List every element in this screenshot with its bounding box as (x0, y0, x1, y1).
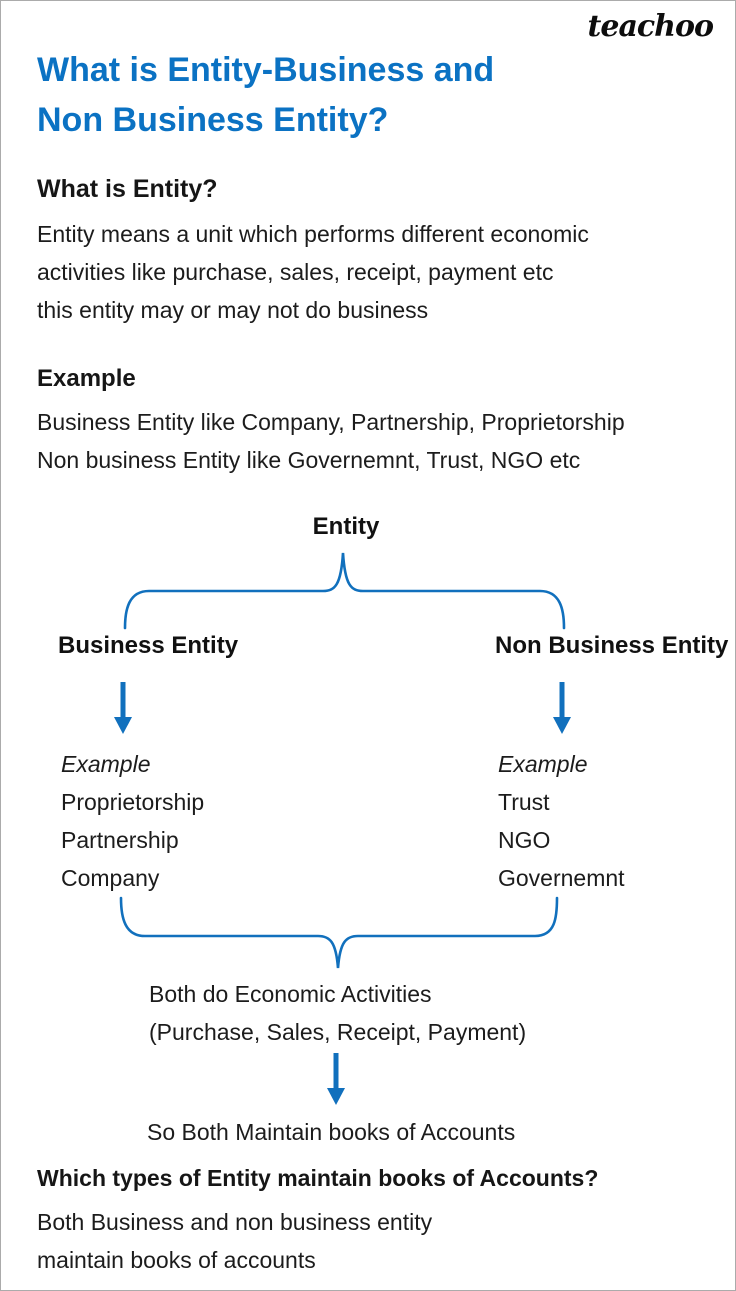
left-branch-label: Business Entity (58, 632, 239, 659)
intro-line: Entity means a unit which performs diffe… (37, 221, 589, 247)
merge-line: (Purchase, Sales, Receipt, Payment) (149, 1019, 527, 1045)
left-example-label: Example (61, 751, 151, 777)
example-line: Non business Entity like Governemnt, Tru… (37, 447, 581, 473)
example-line: Business Entity like Company, Partnershi… (37, 409, 625, 435)
page-title: What is Entity-Business and Non Business… (37, 45, 494, 145)
left-example-item: Partnership (61, 827, 179, 853)
footer-line: maintain books of accounts (37, 1247, 316, 1273)
left-example-item: Company (61, 865, 160, 891)
page-title-line2: Non Business Entity? (37, 101, 389, 139)
example-heading: Example (37, 365, 136, 392)
footer-line: Both Business and non business entity (37, 1209, 433, 1235)
merge-text: Both do Economic Activities (Purchase, S… (149, 975, 526, 1051)
page-title-line1: What is Entity-Business and (37, 51, 495, 89)
center-down-arrow-icon (327, 1053, 345, 1105)
footer-heading: Which types of Entity maintain books of … (37, 1165, 599, 1191)
intro-paragraph: Entity means a unit which performs diffe… (37, 215, 589, 329)
right-example-item: NGO (498, 827, 551, 853)
diagram-conclusion: So Both Maintain books of Accounts (147, 1119, 516, 1145)
right-example-label: Example (498, 751, 588, 777)
example-paragraph: Business Entity like Company, Partnershi… (37, 403, 625, 479)
intro-heading: What is Entity? (37, 175, 218, 203)
left-example-column: Example Proprietorship Partnership Compa… (61, 745, 204, 897)
right-example-item: Governemnt (498, 865, 625, 891)
top-curly-brace (123, 552, 566, 630)
intro-line: this entity may or may not do business (37, 297, 429, 323)
diagram-root-label: Entity (312, 513, 380, 540)
merge-line: Both do Economic Activities (149, 981, 432, 1007)
intro-line: activities like purchase, sales, receipt… (37, 259, 554, 285)
left-example-item: Proprietorship (61, 789, 205, 815)
right-branch-label: Non Business Entity (495, 632, 729, 659)
bottom-curly-brace (119, 896, 559, 969)
teachoo-logo: teachoo (587, 9, 714, 44)
right-example-item: Trust (498, 789, 550, 815)
left-down-arrow-icon (114, 682, 132, 734)
footer-paragraph: Both Business and non business entity ma… (37, 1203, 432, 1279)
right-down-arrow-icon (553, 682, 571, 734)
right-example-column: Example Trust NGO Governemnt (498, 745, 625, 897)
